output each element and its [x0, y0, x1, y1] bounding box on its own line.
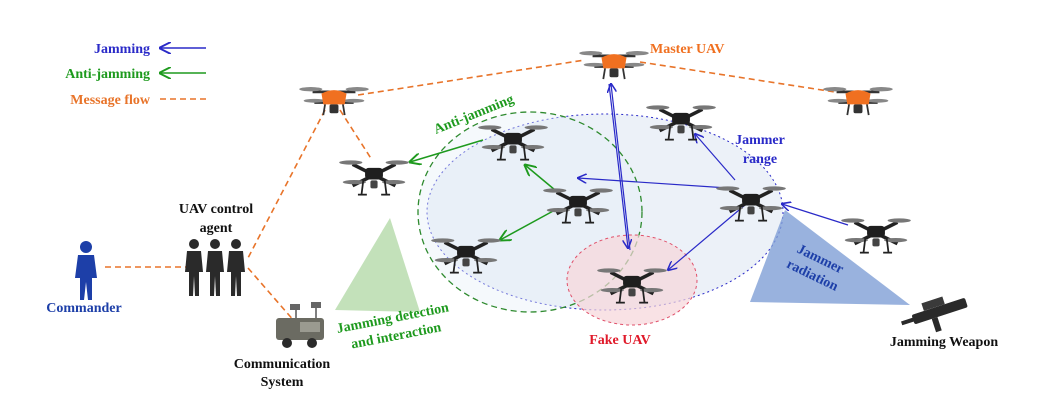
- anti-jamming-arrows: [410, 139, 556, 240]
- jamming-arrows: [578, 84, 849, 270]
- master-uav-drone: [578, 49, 650, 81]
- control-agent-1: [185, 239, 203, 296]
- comm-system-label-line2: System: [261, 375, 304, 390]
- uav-outside-right: [840, 216, 912, 255]
- uav-outside-left: [338, 158, 410, 197]
- legend: Jamming Anti-jamming Message flow: [65, 42, 206, 108]
- control-agent-2: [206, 239, 224, 296]
- jamming-detection-label: Jamming detection and interaction: [335, 300, 450, 352]
- commander-label: Commander: [46, 301, 121, 316]
- jammer-range-label-line1: Jammer: [735, 133, 785, 148]
- legend-anti-jamming-label: Anti-jamming: [65, 67, 150, 82]
- communication-vehicle: [276, 302, 324, 348]
- commander-figure: [75, 241, 97, 300]
- jammer-range-label-line2: range: [743, 152, 777, 167]
- comm-system-label-line1: Communication: [234, 357, 331, 372]
- fake-uav-label: Fake UAV: [589, 333, 651, 348]
- orange-uav-right: [822, 85, 894, 117]
- orange-uav-left: [298, 85, 370, 117]
- control-agent-3: [227, 239, 245, 296]
- message-flow-lines: [105, 59, 836, 323]
- jamming-weapon-label: Jamming Weapon: [890, 335, 998, 350]
- uav-control-label-line2: agent: [200, 221, 233, 236]
- jamming-weapon-device: [901, 296, 968, 333]
- legend-jamming-label: Jamming: [94, 42, 150, 57]
- uav-control-label-line1: UAV control: [179, 202, 253, 217]
- master-uav-label: Master UAV: [650, 42, 725, 57]
- jammer-radiation-cone: [750, 210, 910, 305]
- legend-message-flow-label: Message flow: [70, 93, 151, 108]
- jamming-detection-cone: [335, 218, 420, 312]
